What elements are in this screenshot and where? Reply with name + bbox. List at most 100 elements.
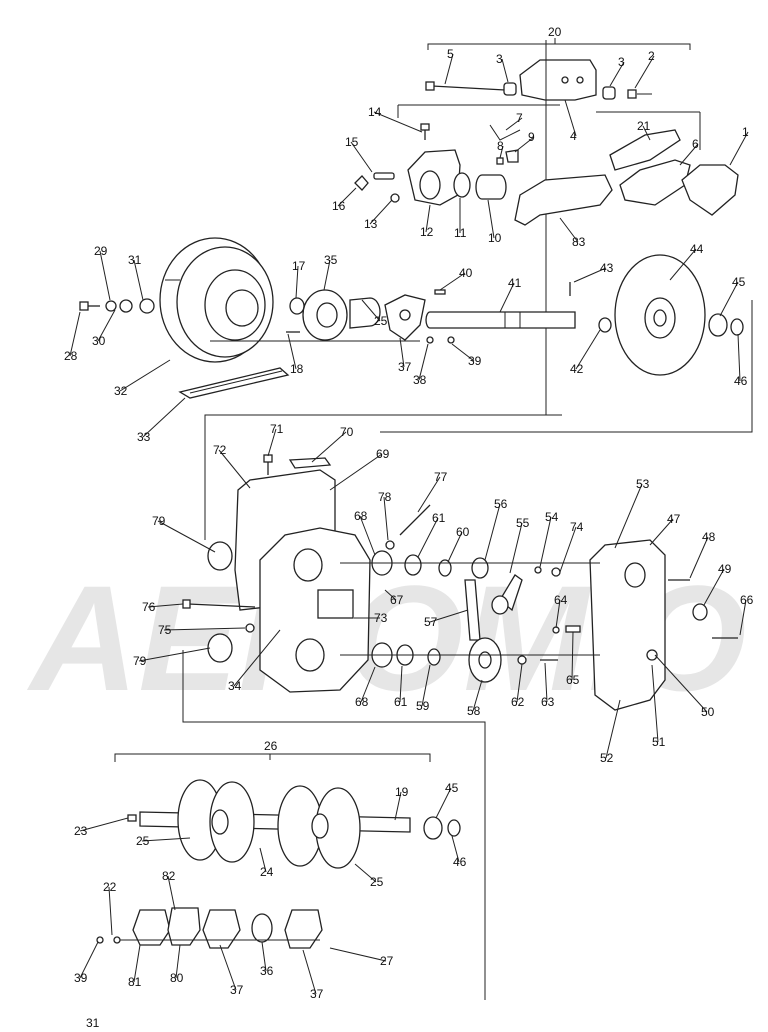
leader-line-46 [737,333,741,382]
callout-54: 54 [545,510,559,524]
callout-64: 64 [554,593,568,607]
callout-65: 65 [566,673,580,687]
callout-61: 61 [394,695,408,709]
leader-line-4 [564,99,577,137]
callout-63: 63 [541,695,555,709]
leader-line-76 [147,603,184,608]
callout-82: 82 [162,869,176,883]
callout-39: 39 [74,971,88,985]
leader-line-37 [302,949,317,995]
leader-line-22 [108,886,113,936]
leader-line-44 [669,248,697,281]
callout-46: 46 [453,855,467,869]
leader-line-69 [329,453,383,491]
callout-62: 62 [511,695,525,709]
pulley-shaft-group [79,237,744,399]
callout-18: 18 [290,362,304,376]
leader-line-66 [739,599,747,636]
callout-79: 79 [152,514,166,528]
leader-line-27 [329,947,387,962]
callout-6: 6 [692,137,699,151]
callout-7: 7 [516,111,523,125]
callout-2: 2 [648,49,655,63]
callout-67: 67 [390,593,404,607]
leader-line-45 [435,787,452,819]
callout-36: 36 [260,964,274,978]
callout-33: 33 [137,430,151,444]
leader-line-49 [703,568,725,606]
leader-line-14 [373,111,423,133]
leader-line-39 [451,343,475,362]
leader-line-75 [163,627,246,631]
callout-11: 11 [454,226,467,240]
callout-15: 15 [345,135,359,149]
group-label-20: 20 [548,25,562,39]
callout-28: 28 [64,349,78,363]
leader-line-61 [417,517,439,558]
callout-19: 19 [395,785,409,799]
leader-line-38 [418,343,429,381]
callout-78: 78 [378,490,392,504]
callout-35: 35 [324,253,338,267]
leader-line-42 [575,329,601,370]
callout-47: 47 [667,512,681,526]
callout-25: 25 [136,834,150,848]
leader-line-80 [175,944,181,979]
leader-line-57 [429,609,469,623]
callout-1: 1 [742,125,749,139]
leader-line-55 [509,522,523,574]
leader-line-33 [142,397,186,438]
callout-55: 55 [516,516,530,530]
leader-line-74 [559,526,577,573]
leader-line-32 [119,359,171,392]
leader-line-62 [516,663,523,703]
callout-27: 27 [380,954,394,968]
callout-14: 14 [368,105,382,119]
callout-46: 46 [734,374,748,388]
callout-23: 23 [74,824,88,838]
callout-37: 37 [310,987,324,1001]
callout-17: 17 [292,259,306,273]
callout-69: 69 [376,447,390,461]
leader-line-61 [399,665,403,703]
leader-line-65 [571,631,574,681]
callout-57: 57 [424,615,438,629]
leader-line-3 [501,58,509,83]
callout-49: 49 [718,562,732,576]
callout-21: 21 [637,119,651,133]
callout-38: 38 [413,373,427,387]
leader-line-19 [394,791,402,821]
leader-line-9 [514,136,535,153]
leader-line-10 [487,199,495,239]
leader-line-83 [559,217,579,243]
callout-72: 72 [213,443,227,457]
leader-line-39 [79,941,99,979]
top-assembly-group [354,38,739,415]
leader-line-12 [425,204,431,233]
leader-line-6 [679,143,699,166]
callout-24: 24 [260,865,274,879]
leader-line-64 [555,599,561,629]
leader-line-59 [421,664,431,707]
callout-59: 59 [416,699,430,713]
leader-line-52 [605,699,621,759]
leader-line-79 [138,647,211,662]
callout-77: 77 [434,470,448,484]
callout-leaders [69,53,749,995]
gear-case-group [182,454,738,1000]
leader-line-30 [97,309,116,342]
callout-71: 71 [270,422,284,436]
callout-3: 3 [496,52,503,66]
callout-83: 83 [572,235,586,249]
group-label-26: 26 [264,739,278,753]
leader-line-1 [729,131,749,166]
callout-70: 70 [340,425,354,439]
leader-line-54 [539,516,552,568]
leader-line-45 [719,281,739,317]
callout-58: 58 [467,704,481,718]
callout-79: 79 [133,654,147,668]
leader-line-23 [79,817,129,832]
callout-56: 56 [494,497,508,511]
callout-16: 16 [332,199,346,213]
